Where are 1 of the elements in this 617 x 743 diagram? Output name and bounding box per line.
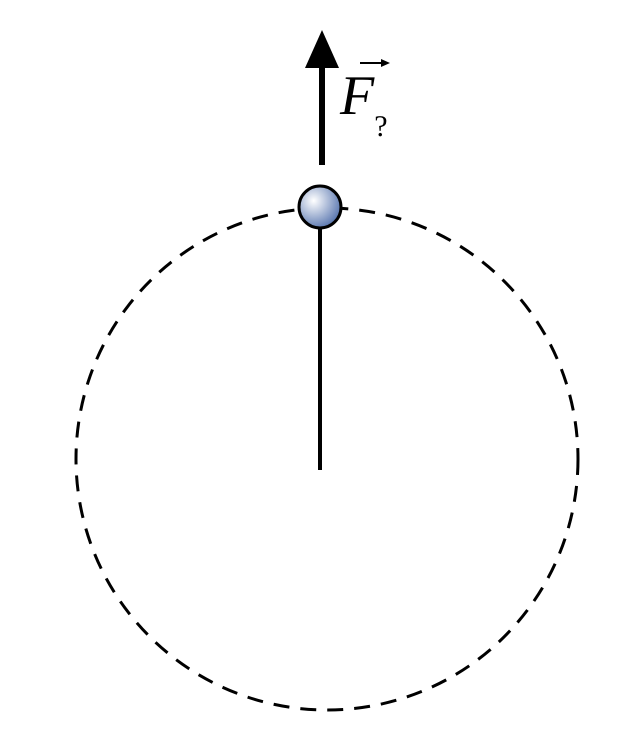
force-label: F$_{?}$: [340, 68, 388, 142]
